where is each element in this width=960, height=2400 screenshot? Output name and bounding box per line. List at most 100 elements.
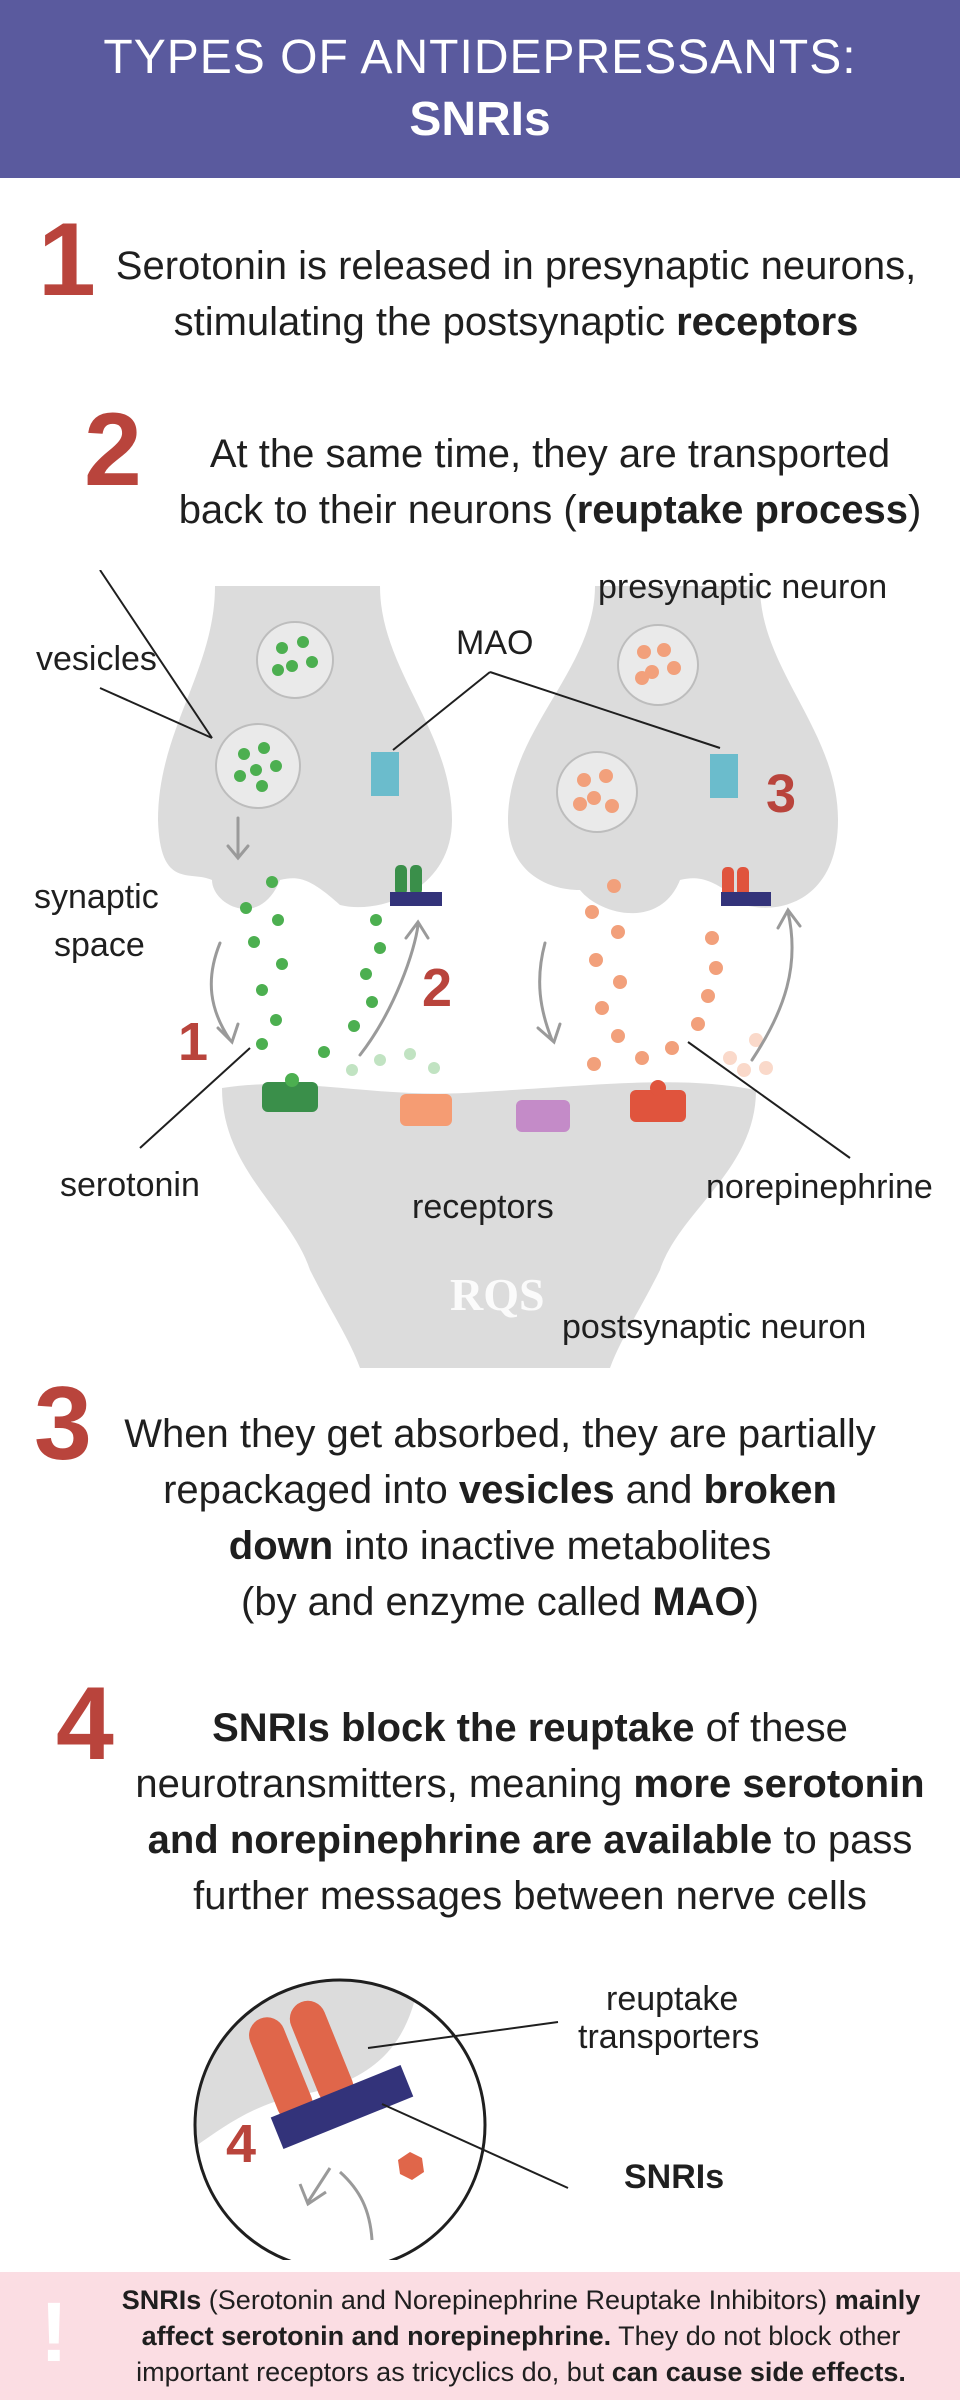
arrow-release xyxy=(536,941,562,1045)
particle xyxy=(348,1020,360,1032)
arrow-down xyxy=(226,816,250,861)
particle xyxy=(374,1054,386,1066)
particle xyxy=(366,996,378,1008)
particle xyxy=(306,656,318,668)
particle xyxy=(701,989,715,1003)
marker-2: 2 xyxy=(422,958,452,1018)
particle xyxy=(613,975,627,989)
neurotransmitter-particle xyxy=(398,2152,424,2180)
arrow-reuptake xyxy=(750,907,802,1062)
presynaptic-neuron-label: presynaptic neuron xyxy=(598,570,887,606)
exclamation-icon: ! xyxy=(40,2285,68,2379)
particle xyxy=(577,773,591,787)
particle xyxy=(428,1062,440,1074)
receptor xyxy=(400,1094,452,1126)
particle xyxy=(286,660,298,672)
particle xyxy=(611,925,625,939)
particle xyxy=(238,748,250,760)
footer-text: SNRIs (Serotonin and Norepinephrine Reup… xyxy=(121,2285,921,2387)
particle xyxy=(667,661,681,675)
vesicle xyxy=(617,624,699,706)
particle xyxy=(256,1038,268,1050)
particle xyxy=(587,791,601,805)
receptor xyxy=(516,1100,570,1132)
serotonin-label: serotonin xyxy=(60,1166,200,1204)
particle xyxy=(360,968,372,980)
rqs-watermark-logo: RQS xyxy=(450,1269,545,1320)
particle xyxy=(374,942,386,954)
particle xyxy=(709,961,723,975)
particle xyxy=(587,1057,601,1071)
transporter-subunit xyxy=(289,2000,354,2106)
particle xyxy=(258,742,270,754)
particle xyxy=(272,914,284,926)
marker-3: 3 xyxy=(766,764,796,824)
postsynaptic-neuron-label: postsynaptic neuron xyxy=(562,1308,866,1346)
step-1-number: 1 xyxy=(38,202,96,318)
reuptake-transporter-left xyxy=(390,865,442,906)
postsynaptic-neuron xyxy=(222,1082,756,1368)
particle xyxy=(635,1051,649,1065)
particle xyxy=(266,876,278,888)
arrow-release xyxy=(209,941,240,1045)
particle xyxy=(595,1001,609,1015)
header-title: TYPES OF ANTIDEPRESSANTS: xyxy=(103,31,857,84)
particle xyxy=(270,760,282,772)
info-footer: ! SNRIs (Serotonin and Norepinephrine Re… xyxy=(0,2272,960,2400)
marker-1: 1 xyxy=(178,1012,208,1072)
particle xyxy=(637,645,651,659)
particle xyxy=(605,799,619,813)
particle xyxy=(240,902,252,914)
receptors-label: receptors xyxy=(412,1188,554,1226)
synaptic-space-label: space xyxy=(54,926,145,964)
particle xyxy=(248,936,260,948)
particle xyxy=(635,671,649,685)
particle xyxy=(723,1051,737,1065)
particle xyxy=(665,1041,679,1055)
particle xyxy=(234,770,246,782)
norepinephrine-receptor xyxy=(630,1090,686,1122)
particle xyxy=(749,1033,763,1047)
particle xyxy=(585,905,599,919)
particle xyxy=(297,636,309,648)
particle xyxy=(272,664,284,676)
particle xyxy=(611,1029,625,1043)
step-3-number: 3 xyxy=(34,1366,92,1482)
reuptake-transporter-right xyxy=(721,867,771,906)
header-subtitle: SNRIs xyxy=(409,93,551,146)
particle xyxy=(705,931,719,945)
reuptake-transporters-label: reuptake xyxy=(606,1980,738,2018)
left-presynaptic-neuron xyxy=(158,586,452,909)
particle xyxy=(589,953,603,967)
zoom-detail: reuptake transporters SNRIs 4 xyxy=(193,1978,759,2260)
particle xyxy=(250,764,262,776)
step-2-number: 2 xyxy=(84,392,142,508)
particle xyxy=(256,984,268,996)
particle xyxy=(573,797,587,811)
serotonin-receptor xyxy=(262,1082,318,1112)
step-4-text: SNRIs block the reuptake of these neurot… xyxy=(135,1706,925,1918)
particle xyxy=(737,1063,751,1077)
step-4-number: 4 xyxy=(56,1666,114,1782)
vesicle-contents xyxy=(234,636,681,813)
synapse-diagram: presynaptic neuron vesicles MAO synaptic… xyxy=(34,570,933,1368)
neurotransmitter-particles xyxy=(240,876,773,1077)
header-banner: TYPES OF ANTIDEPRESSANTS: SNRIs xyxy=(0,0,960,178)
particle xyxy=(276,958,288,970)
particle xyxy=(607,879,621,893)
particle xyxy=(270,1014,282,1026)
snri-blocker xyxy=(270,2065,414,2149)
vesicles-label: vesicles xyxy=(36,640,157,678)
mao-enzyme xyxy=(710,754,738,798)
particle xyxy=(256,780,268,792)
reuptake-transporters-label: transporters xyxy=(578,2018,759,2056)
particle xyxy=(759,1061,773,1075)
particle xyxy=(276,642,288,654)
particle xyxy=(657,643,671,657)
arrow-reuptake xyxy=(358,919,430,1057)
transporter-subunit xyxy=(249,2017,313,2122)
norepinephrine-label: norepinephrine xyxy=(706,1168,933,1206)
step-2-text: At the same time, they are transported b… xyxy=(178,432,922,532)
mao-enzyme xyxy=(371,752,399,796)
snris-label: SNRIs xyxy=(624,2158,724,2196)
